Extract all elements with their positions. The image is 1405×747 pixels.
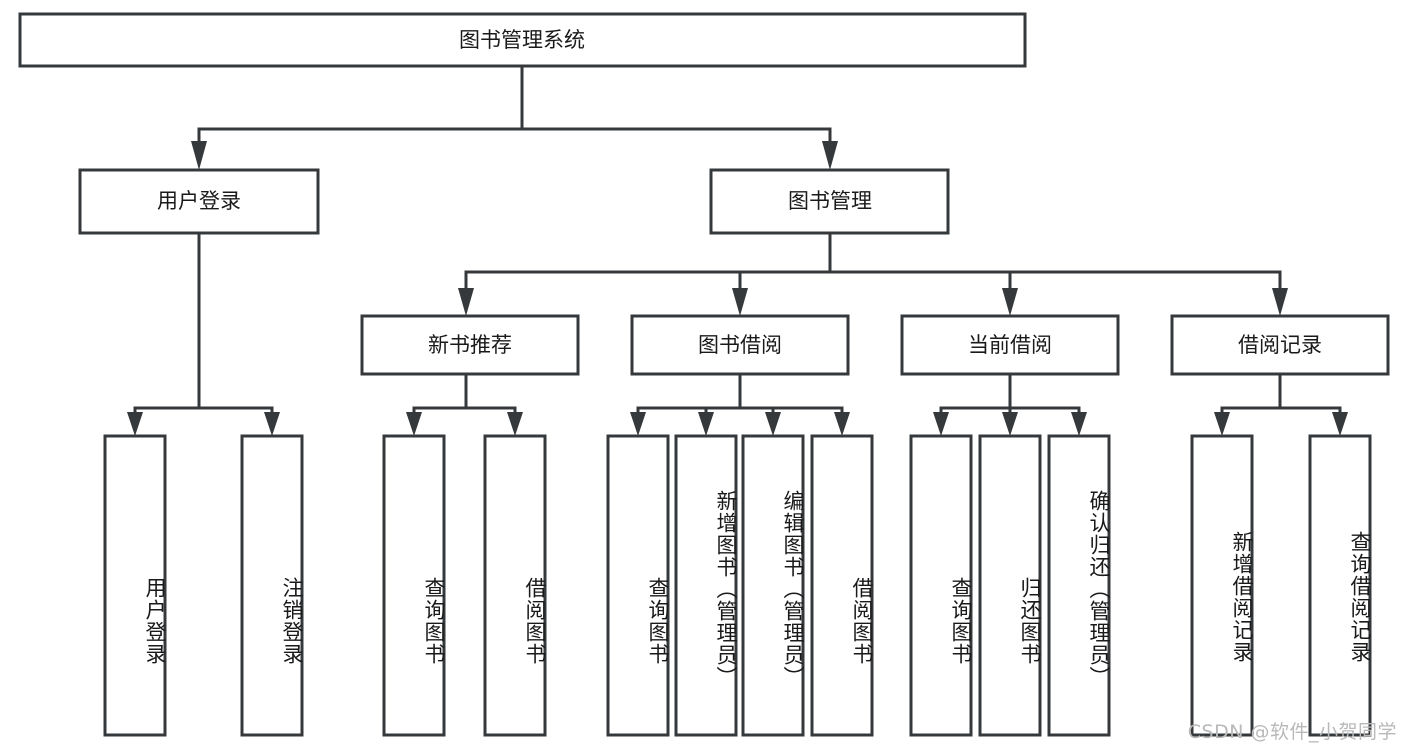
arrowhead-leaf-3 [406, 412, 422, 436]
connector-group-new-book [406, 372, 523, 436]
arrowhead-current-borrow [1002, 288, 1018, 316]
arrowhead-leaf-5 [630, 412, 646, 436]
node-label-book-mgmt: 图书管理 [788, 189, 872, 213]
node-box-book-mgmt[interactable] [709, 168, 950, 235]
node-box-user-login[interactable] [78, 168, 320, 235]
arrowhead-leaf-1 [127, 412, 143, 436]
node-box-leaf-9[interactable] [909, 434, 973, 737]
node-label-borrow-record: 借阅记录 [1238, 333, 1322, 357]
arrowhead-leaf-11 [1071, 412, 1087, 436]
node-box-borrow-record[interactable] [1170, 314, 1390, 376]
node-label-book-borrow: 图书借阅 [698, 333, 782, 357]
arrowhead-leaf-2 [264, 412, 280, 436]
connector-group-root [191, 64, 838, 170]
node-box-leaf-12[interactable] [1190, 434, 1254, 737]
connector-group-current-borrow [933, 372, 1087, 436]
node-box-leaf-3[interactable] [382, 434, 446, 737]
arrowhead-leaf-13 [1332, 412, 1348, 436]
node-box-current-borrow[interactable] [900, 314, 1120, 376]
node-box-leaf-13[interactable] [1308, 434, 1372, 737]
arrowhead-leaf-8 [834, 412, 850, 436]
connector-group-user-login [127, 231, 280, 436]
node-box-leaf-7[interactable] [741, 434, 805, 737]
node-box-new-book[interactable] [360, 314, 580, 376]
arrowhead-leaf-10 [1002, 412, 1018, 436]
node-label-user-login: 用户登录 [157, 189, 241, 213]
connector-group-book-borrow [630, 372, 850, 436]
node-box-book-borrow[interactable] [630, 314, 850, 376]
node-label-root: 图书管理系统 [459, 28, 585, 52]
arrowhead-book-borrow [732, 288, 748, 316]
node-label-current-borrow: 当前借阅 [968, 333, 1052, 357]
csdn-watermark: CSDN @软件_小贺同学 [1187, 721, 1397, 743]
node-label-new-book: 新书推荐 [428, 333, 512, 357]
node-box-leaf-5[interactable] [606, 434, 670, 737]
arrowhead-user-login [191, 141, 207, 170]
node-box-leaf-6[interactable] [674, 434, 738, 737]
connector-group-borrow-record [1214, 372, 1348, 436]
arrowhead-leaf-9 [933, 412, 949, 436]
node-box-leaf-1[interactable] [103, 434, 167, 737]
arrowhead-leaf-7 [765, 412, 781, 436]
node-box-root[interactable] [18, 12, 1027, 68]
node-box-leaf-8[interactable] [810, 434, 874, 737]
arrowhead-borrow-record [1272, 288, 1288, 316]
arrowhead-new-book [458, 288, 474, 316]
arrowhead-book-mgmt [822, 141, 838, 170]
connector-group-book-mgmt [458, 231, 1288, 316]
arrowhead-leaf-6 [698, 412, 714, 436]
node-box-leaf-11[interactable] [1047, 434, 1111, 737]
arrowhead-leaf-4 [507, 412, 523, 436]
node-box-leaf-4[interactable] [483, 434, 547, 737]
arrowhead-leaf-12 [1214, 412, 1230, 436]
node-box-leaf-10[interactable] [978, 434, 1042, 737]
node-box-leaf-2[interactable] [240, 434, 304, 737]
